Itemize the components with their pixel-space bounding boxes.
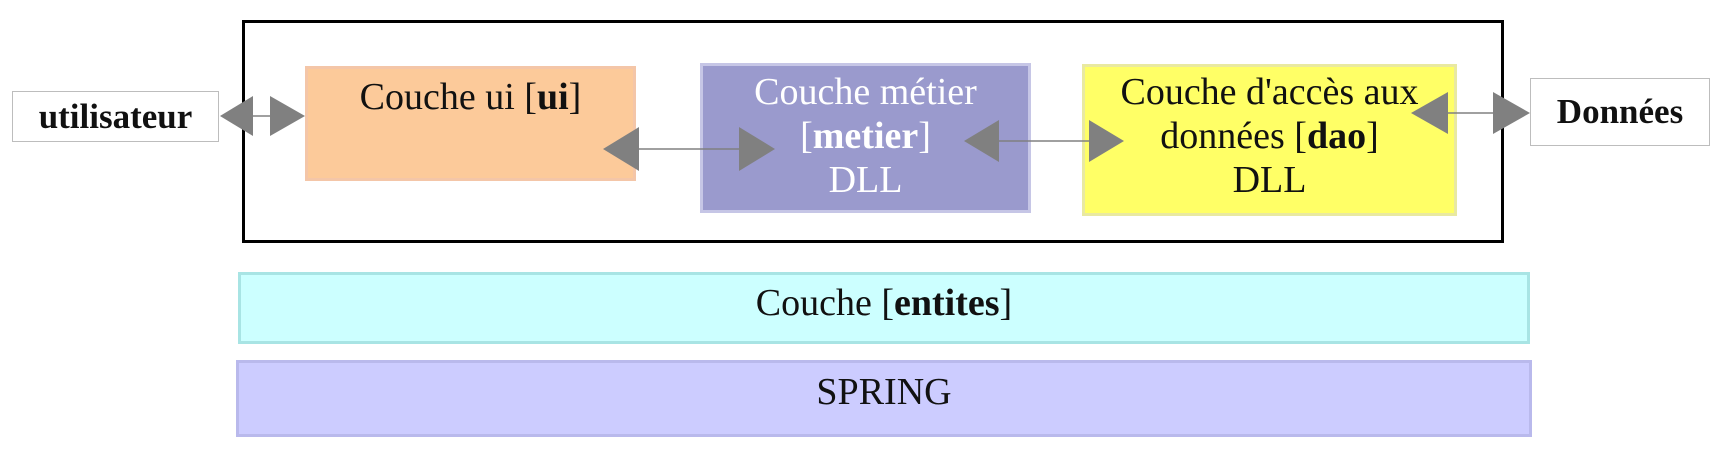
- spring-layer-label: SPRING: [816, 371, 952, 413]
- data-box: Données: [1530, 78, 1710, 146]
- ui-layer-title: Couche ui [ui]: [308, 75, 633, 119]
- entites-layer: Couche [entites]: [238, 272, 1530, 344]
- metier-layer-bold: metier: [812, 115, 919, 157]
- spring-layer: SPRING: [236, 360, 1532, 437]
- ui-layer-prefix: Couche ui [: [359, 76, 537, 118]
- dao-layer-line1: Couche d'accès aux: [1120, 71, 1419, 113]
- metier-dao-arrow: [964, 120, 1124, 162]
- entites-layer-suffix: ]: [999, 282, 1013, 324]
- ui-layer: Couche ui [ui]: [305, 66, 636, 181]
- metier-layer-line2: [metier]: [703, 114, 1028, 158]
- dao-layer-suffix: ]: [1366, 115, 1379, 157]
- dao-layer-line3: DLL: [1232, 159, 1307, 201]
- ui-layer-bold: ui: [536, 76, 569, 118]
- dao-data-arrow: [1411, 92, 1530, 134]
- user-box: utilisateur: [12, 91, 219, 142]
- user-ui-arrow: [220, 96, 305, 136]
- entites-layer-prefix: Couche [: [755, 282, 895, 324]
- metier-layer-prefix: [: [800, 115, 813, 157]
- application-frame: [242, 20, 1504, 243]
- ui-layer-suffix: ]: [568, 76, 582, 118]
- metier-layer-suffix: ]: [918, 115, 931, 157]
- data-label: Données: [1556, 92, 1684, 131]
- ui-metier-arrow: [603, 127, 775, 171]
- metier-layer-line3: DLL: [828, 159, 903, 201]
- entites-layer-bold: entites: [894, 282, 1000, 324]
- dao-layer-bold: dao: [1306, 115, 1367, 157]
- dao-layer-prefix: données [: [1160, 115, 1307, 157]
- dao-layer: Couche d'accès aux données [dao] DLL: [1082, 64, 1457, 216]
- user-label: utilisateur: [38, 96, 193, 136]
- metier-layer-line1: Couche métier: [754, 71, 977, 113]
- dao-layer-line2: données [dao]: [1085, 114, 1454, 158]
